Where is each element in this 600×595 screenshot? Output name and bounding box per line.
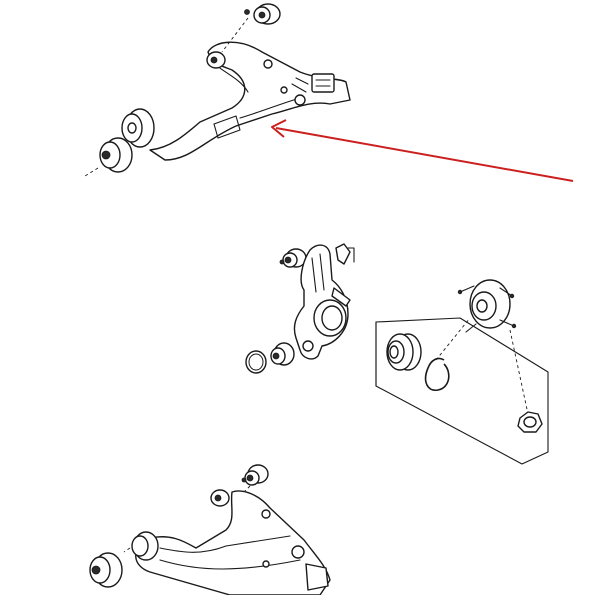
upper-control-arm[interactable] [84,3,351,177]
wheel-hub[interactable] [457,279,529,415]
upper-arm-top-bush[interactable] [244,3,281,25]
hub-nut[interactable] [517,411,543,433]
highlight-arrow [271,119,574,182]
upper-arm-rear-bush[interactable] [84,137,133,177]
wheel-bearing[interactable] [386,333,422,371]
carrier-lower-bush[interactable] [245,342,295,374]
upper-arm-front-bush[interactable] [121,108,155,148]
lower-control-arm[interactable] [89,464,331,595]
circlip[interactable] [424,317,471,392]
lower-arm-rear-bush[interactable] [89,552,123,588]
lower-arm-front-bush[interactable] [123,531,159,561]
hub-carrier-assembly[interactable] [245,243,549,465]
carrier-top-bush[interactable] [279,248,307,268]
